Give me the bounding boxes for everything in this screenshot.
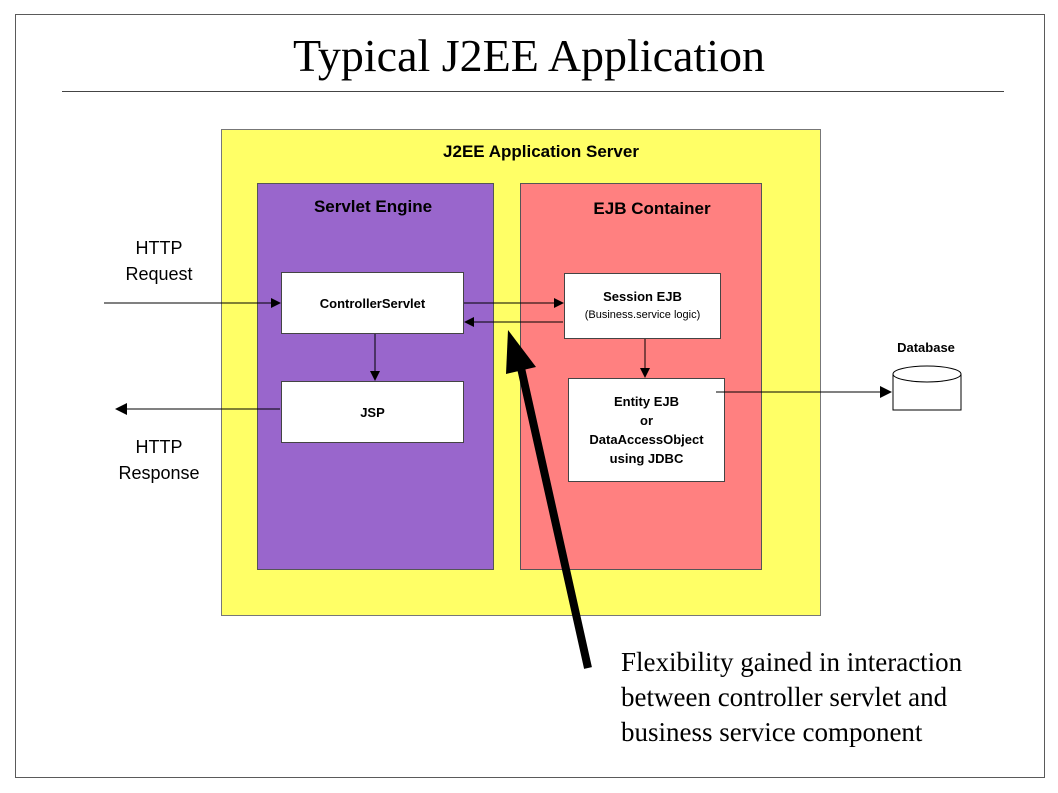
database-icon bbox=[892, 365, 962, 411]
entity-ejb-box: Entity EJB or DataAccessObject using JDB… bbox=[568, 378, 725, 482]
servlet-engine-label: Servlet Engine bbox=[313, 197, 433, 216]
http-request-label: HTTP Request bbox=[104, 235, 214, 287]
session-ejb-title: Session EJB bbox=[603, 289, 682, 304]
note-line: business service component bbox=[621, 717, 923, 747]
title-divider bbox=[62, 91, 1004, 92]
http-response-label: HTTP Response bbox=[104, 434, 214, 486]
flexibility-pointer-arrow bbox=[506, 330, 592, 669]
note-line: Flexibility gained in interaction bbox=[621, 647, 963, 677]
http-response-line: HTTP bbox=[135, 437, 183, 457]
jsp-label: JSP bbox=[360, 404, 385, 420]
session-ejb-subtitle: (Business.service logic) bbox=[584, 309, 701, 321]
page-title: Typical J2EE Application bbox=[292, 30, 766, 81]
j2ee-application-server-label: J2EE Application Server bbox=[443, 142, 639, 161]
entity-ejb-line: using JDBC bbox=[609, 451, 684, 466]
entity-ejb-line: DataAccessObject bbox=[589, 432, 704, 447]
jsp-box: JSP bbox=[281, 381, 464, 443]
database-label: Database bbox=[897, 340, 955, 355]
slide-frame bbox=[15, 14, 1045, 778]
http-request-line: HTTP bbox=[135, 238, 183, 258]
http-request-line: Request bbox=[125, 264, 193, 284]
ejb-container-label: EJB Container bbox=[593, 199, 711, 218]
flexibility-note: Flexibility gained in interaction betwee… bbox=[621, 645, 1051, 750]
note-line: between controller servlet and bbox=[621, 682, 948, 712]
session-ejb-box: Session EJB (Business.service logic) bbox=[564, 273, 721, 339]
controller-servlet-box: ControllerServlet bbox=[281, 272, 464, 334]
http-response-line: Response bbox=[118, 463, 200, 483]
controller-servlet-label: ControllerServlet bbox=[319, 295, 426, 311]
entity-ejb-line: or bbox=[640, 413, 653, 428]
entity-ejb-line: Entity EJB bbox=[613, 394, 679, 409]
